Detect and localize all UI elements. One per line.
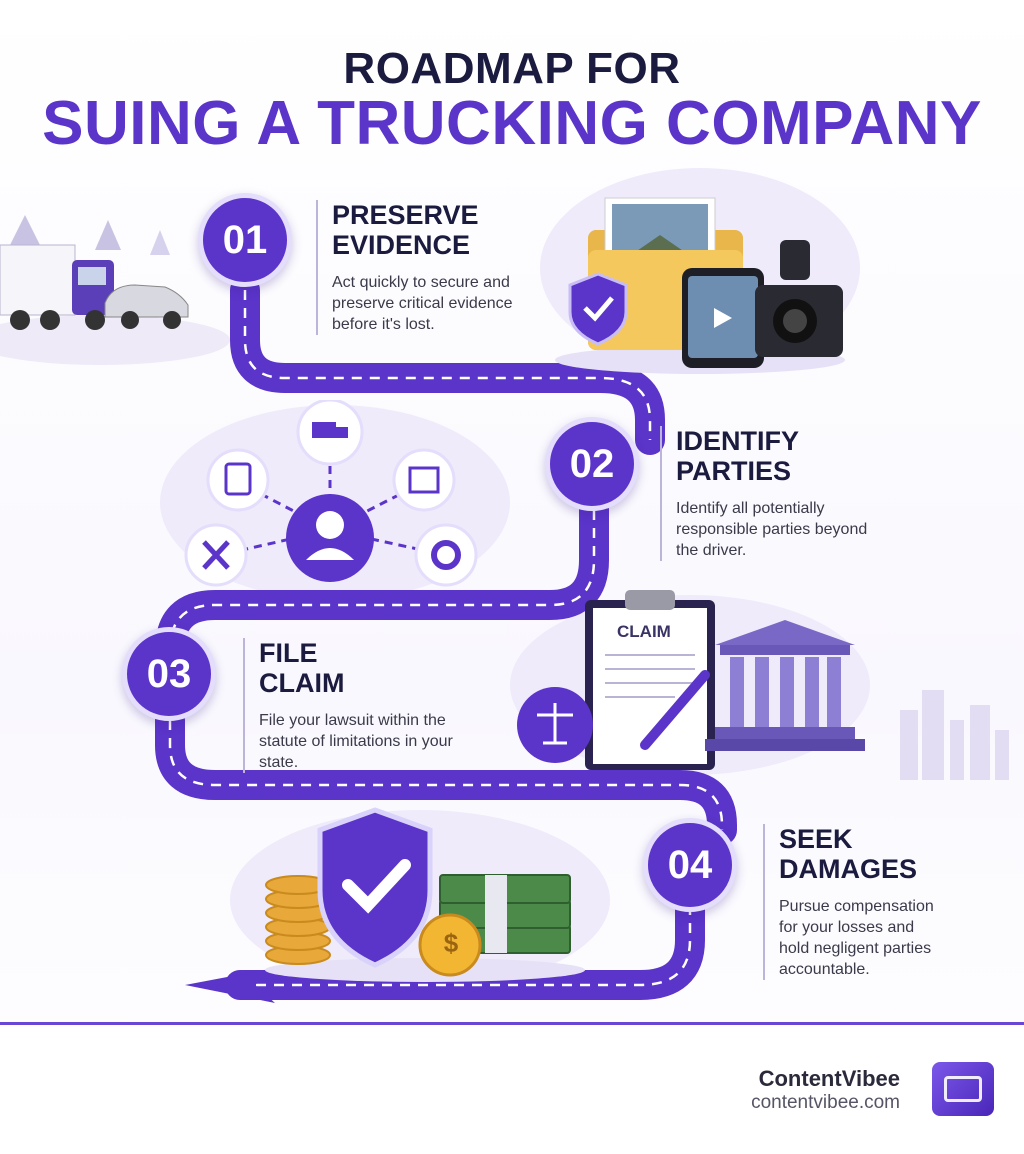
brand-name: ContentVibee xyxy=(758,1066,900,1091)
step-heading-line2: DAMAGES xyxy=(779,854,918,884)
footer-divider xyxy=(0,1022,1024,1025)
coin-dollar-symbol: $ xyxy=(443,928,459,958)
step-heading-line2: PARTIES xyxy=(676,456,792,486)
step-number-badge: 03 xyxy=(122,627,216,721)
truck-accident-illustration xyxy=(0,215,230,365)
step-description: File your lawsuit within the statute of … xyxy=(259,712,453,771)
step-seek-damages: SEEK DAMAGES Pursue compensation for you… xyxy=(763,824,979,980)
step-preserve-evidence: PRESERVE EVIDENCE Act quickly to secure … xyxy=(316,200,542,335)
parties-network-illustration xyxy=(184,400,478,587)
step-number-badge: 01 xyxy=(198,193,292,287)
step-number-badge: 04 xyxy=(643,818,737,912)
step-description: Identify all potentially responsible par… xyxy=(676,500,868,559)
step-description: Pursue compensation for your losses and … xyxy=(779,898,934,978)
roadmap-road xyxy=(155,275,737,1003)
footer xyxy=(0,1025,1024,1154)
city-skyline-decoration xyxy=(900,690,1009,780)
step-heading-line2: CLAIM xyxy=(259,668,345,698)
step-heading-line1: FILE xyxy=(259,638,318,668)
title-line-2: SUING A TRUCKING COMPANY xyxy=(42,89,982,158)
brand-logo-icon xyxy=(932,1062,994,1116)
brand-url[interactable]: contentvibee.com xyxy=(751,1092,900,1113)
step-heading-line1: SEEK xyxy=(779,824,853,854)
title-line-1: ROADMAP FOR xyxy=(343,44,681,93)
evidence-illustration xyxy=(555,197,845,374)
claim-illustration xyxy=(517,590,865,770)
step-heading-line2: EVIDENCE xyxy=(332,230,471,260)
damages-money-illustration xyxy=(265,807,585,982)
road-start-arrow xyxy=(185,968,275,1003)
step-number-badge: 02 xyxy=(545,417,639,511)
step-description: Act quickly to secure and preserve criti… xyxy=(332,274,513,333)
step-heading-line1: IDENTIFY xyxy=(676,426,800,456)
step-file-claim: FILE CLAIM File your lawsuit within the … xyxy=(243,638,469,773)
step-identify-parties: IDENTIFY PARTIES Identify all potentiall… xyxy=(660,426,886,561)
claim-document-label: CLAIM xyxy=(617,622,671,641)
step-heading-line1: PRESERVE xyxy=(332,200,479,230)
